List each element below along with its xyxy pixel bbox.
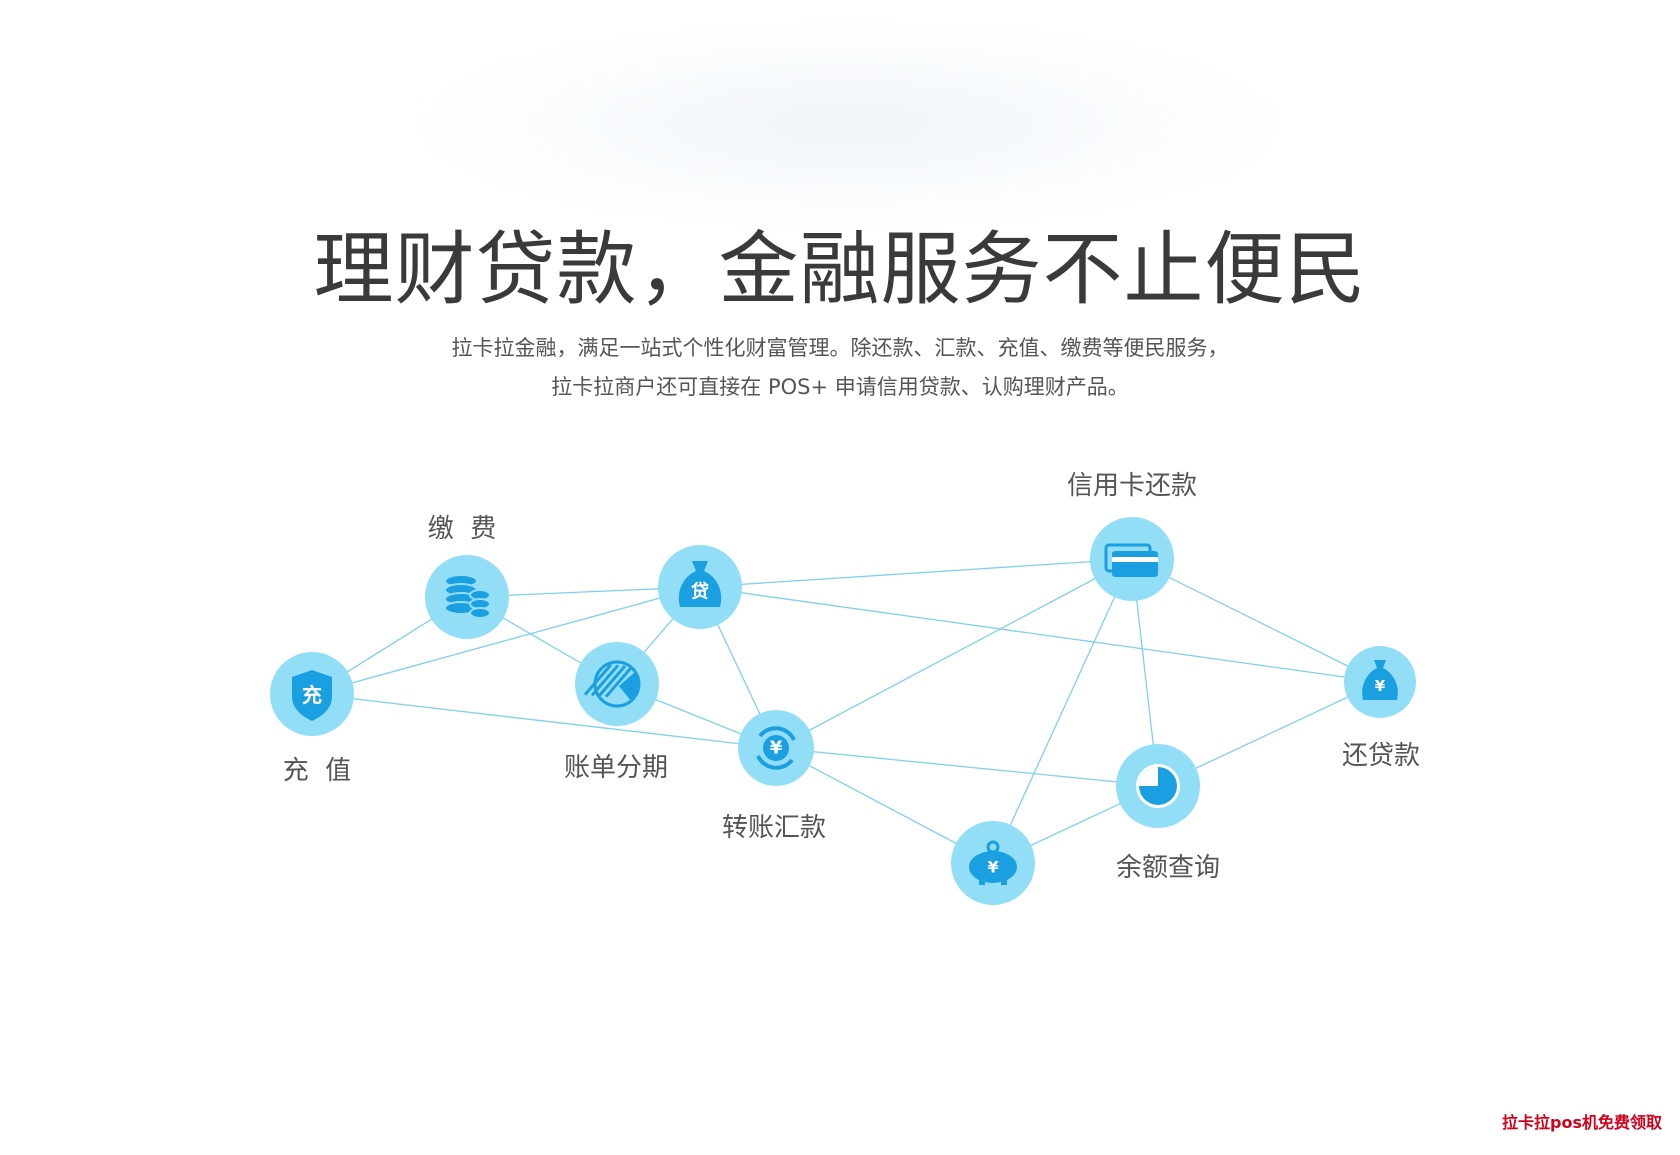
node-label-creditcard: 信用卡还款 (1067, 471, 1197, 501)
edge-loan-creditcard (699, 558, 1133, 588)
edge-creditcard-repay (1131, 558, 1381, 683)
yen-transfer-icon: ¥ (756, 726, 796, 770)
edge-loan-repay (699, 586, 1381, 683)
watermark-text: 拉卡拉pos机免费领取 (1502, 1113, 1662, 1132)
node-label-installment: 账单分期 (564, 753, 668, 783)
coin-stack-icon (444, 574, 491, 619)
edge-topup-transfer (311, 693, 777, 749)
node-label-topup: 充 值 (283, 756, 352, 786)
svg-text:¥: ¥ (1375, 677, 1386, 695)
node-label-balance: 余额查询 (1116, 853, 1220, 883)
loan-bag-icon: 贷 (678, 561, 722, 607)
node-payment[interactable] (425, 555, 509, 639)
credit-card-icon (1104, 543, 1158, 577)
svg-text:¥: ¥ (987, 858, 998, 877)
pie-chart-icon (1136, 764, 1180, 808)
svg-text:贷: 贷 (691, 581, 709, 603)
edge-transfer-balance (775, 747, 1159, 787)
node-repay[interactable]: ¥ (1344, 646, 1416, 718)
node-topup[interactable]: 充 (270, 652, 354, 736)
money-bag-icon: ¥ (1362, 660, 1398, 700)
node-label-transfer: 转账汇款 (722, 813, 826, 843)
svg-text:¥: ¥ (770, 738, 783, 759)
node-transfer[interactable]: ¥ (738, 710, 814, 786)
node-installment[interactable] (575, 642, 659, 726)
piggy-bank-icon: ¥ (969, 840, 1017, 885)
background-glow (410, 20, 1290, 230)
node-label-payment: 缴 费 (428, 514, 497, 544)
shield-topup-icon: 充 (292, 670, 332, 721)
striped-circle-icon (583, 660, 641, 708)
node-creditcard[interactable] (1090, 517, 1174, 601)
edge-creditcard-piggy (992, 558, 1133, 864)
subtitle-line-2: 拉卡拉商户还可直接在 POS+ 申请信用贷款、认购理财产品。 (551, 375, 1129, 399)
page-title: 理财贷款，金融服务不止便民 (313, 223, 1367, 316)
node-balance[interactable] (1116, 744, 1200, 828)
node-piggy[interactable]: ¥ (951, 821, 1035, 905)
svg-text:充: 充 (302, 683, 322, 707)
node-label-repay: 还贷款 (1342, 741, 1420, 771)
subtitle-line-1: 拉卡拉金融，满足一站式个性化财富管理。除还款、汇款、充值、缴费等便民服务， (451, 336, 1229, 360)
edge-topup-loan (311, 586, 701, 695)
node-loan[interactable]: 贷 (658, 545, 742, 629)
edge-transfer-creditcard (775, 558, 1133, 749)
